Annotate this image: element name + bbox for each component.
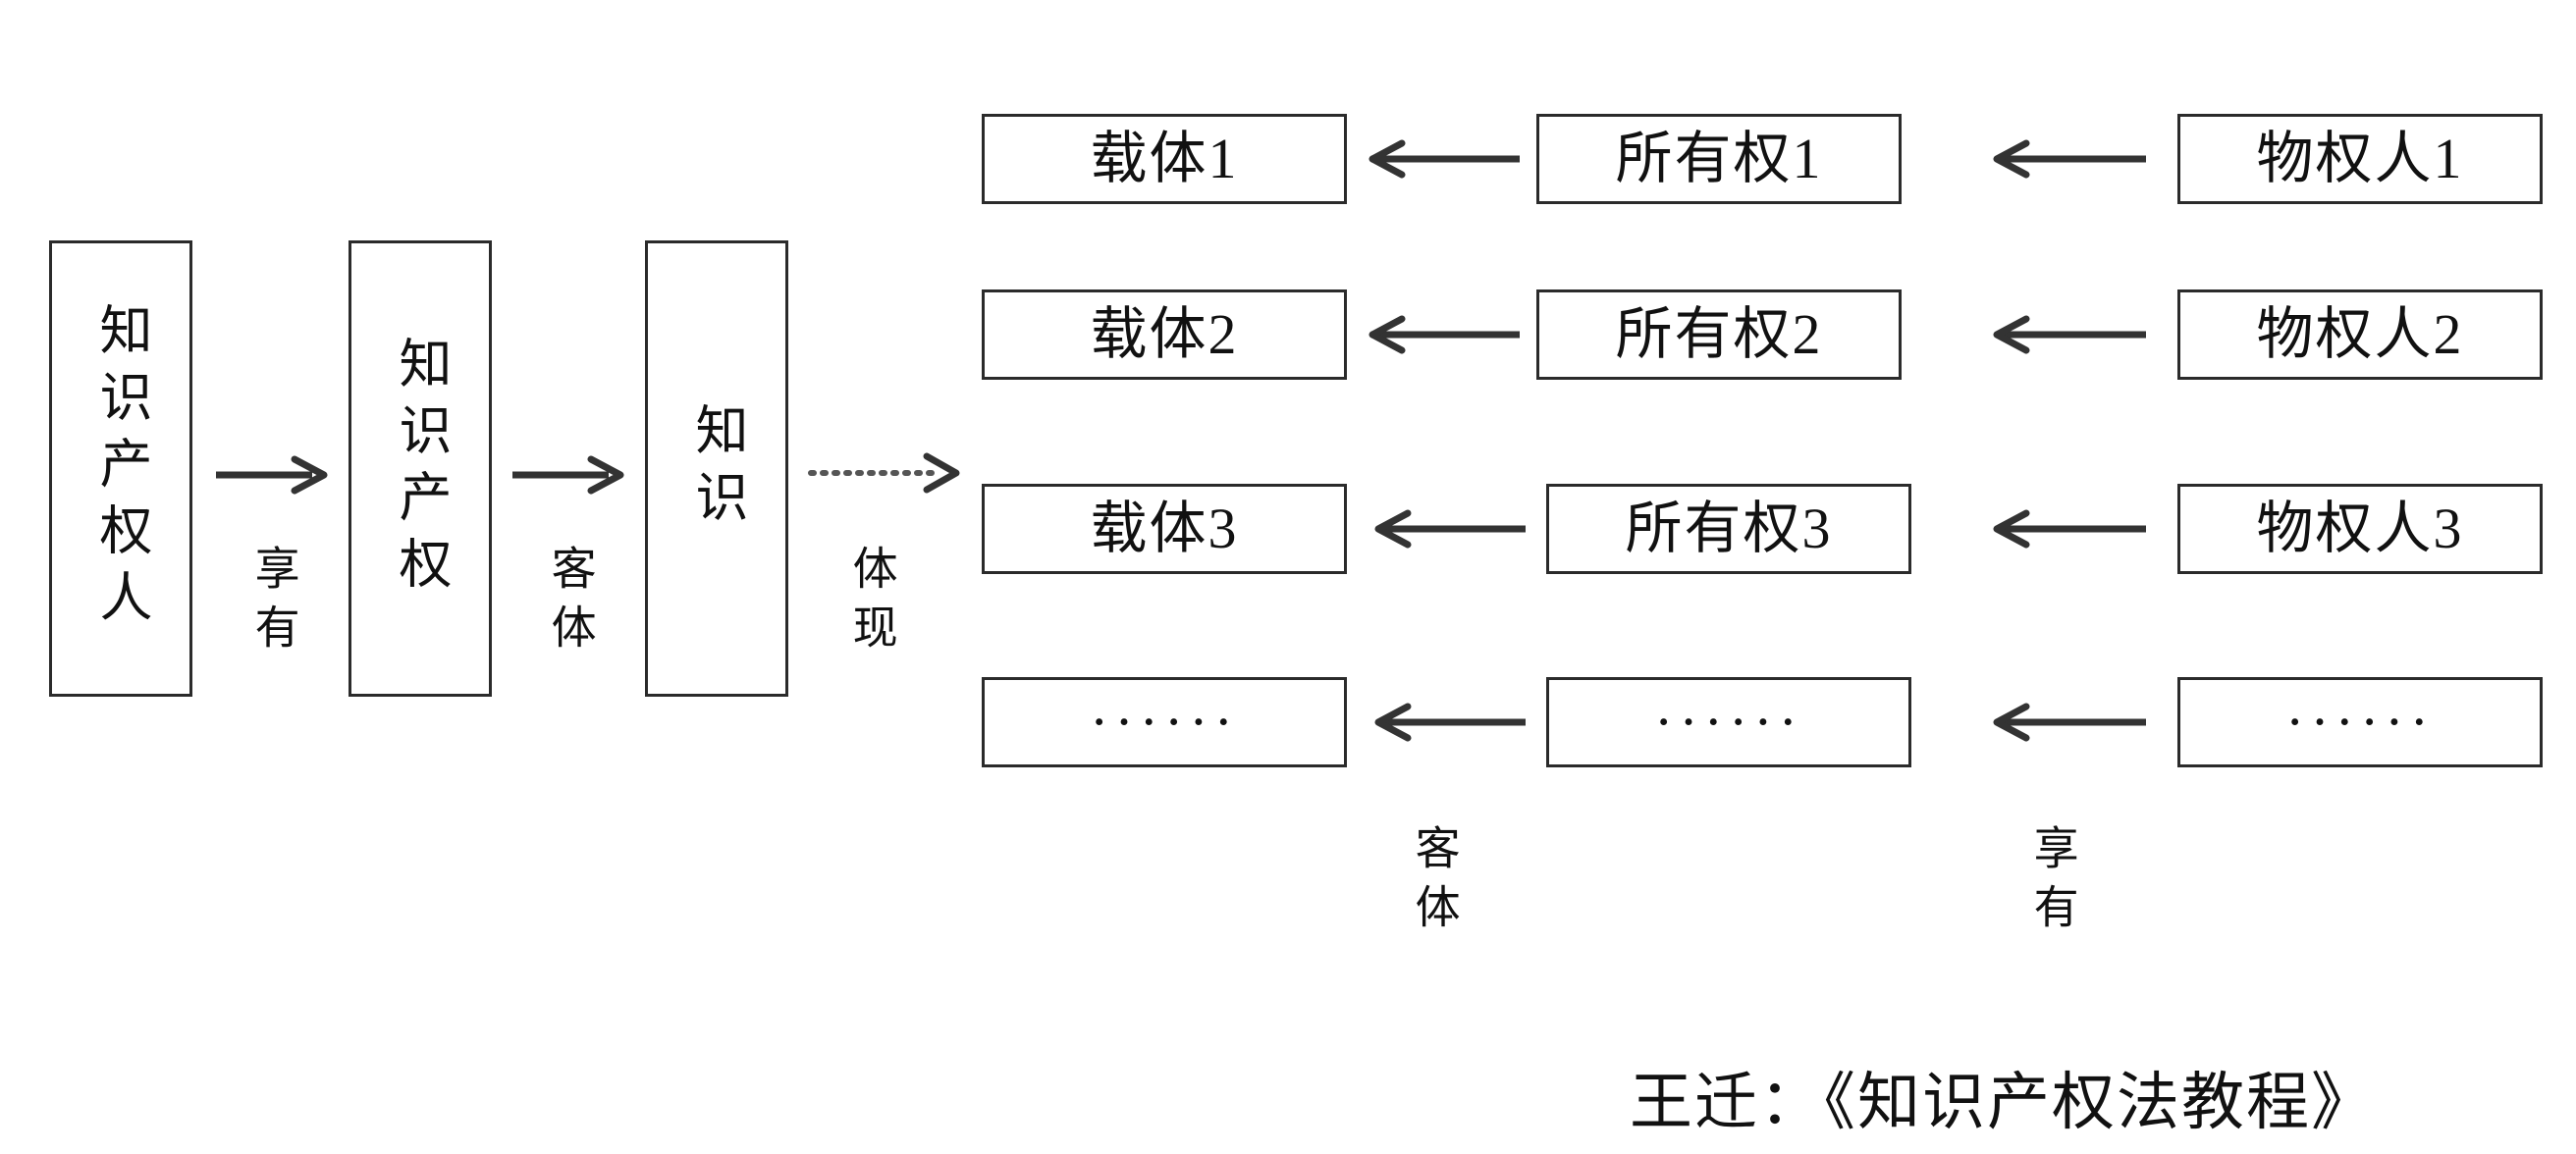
edge-label-object-2: 客体 (1409, 824, 1460, 942)
box-ownership-2-label: 所有权2 (1615, 301, 1823, 366)
box-property-holder-1-label: 物权人1 (2256, 126, 2464, 190)
edge-label-enjoy-1: 享有 (248, 545, 299, 662)
edge-label-object-1: 客体 (545, 545, 596, 662)
box-ownership-3-label: 所有权3 (1625, 496, 1833, 560)
box-property-holder-2: 物权人2 (2177, 289, 2543, 380)
arrow-object-1 (510, 454, 630, 496)
arrow-ownership-to-carrier-2 (1367, 314, 1522, 355)
arrow-holder-to-ownership-3 (1991, 508, 2148, 550)
box-carrier-2-label: 载体2 (1090, 301, 1239, 366)
box-knowledge: 知识 (645, 240, 788, 697)
arrow-embody-dotted (808, 452, 966, 494)
box-carrier-3-label: 载体3 (1090, 496, 1239, 560)
box-ownership-3: 所有权3 (1546, 484, 1911, 574)
box-property-holder-more: ······ (2177, 677, 2543, 767)
box-property-holder-1: 物权人1 (2177, 114, 2543, 204)
box-carrier-2: 载体2 (982, 289, 1347, 380)
box-ownership-more: ······ (1546, 677, 1911, 767)
box-intellectual-property: 知识产权 (349, 240, 492, 697)
arrow-holder-to-ownership-more (1991, 702, 2148, 743)
box-intellectual-property-label: 知识产权 (391, 335, 451, 603)
box-property-holder-3: 物权人3 (2177, 484, 2543, 574)
box-carrier-1-label: 载体1 (1090, 126, 1239, 190)
box-carrier-1: 载体1 (982, 114, 1347, 204)
arrow-holder-to-ownership-1 (1991, 138, 2148, 180)
edge-label-enjoy-2: 享有 (2027, 824, 2078, 942)
box-ownership-1-label: 所有权1 (1615, 126, 1823, 190)
box-ownership-2: 所有权2 (1536, 289, 1902, 380)
box-ownership-more-label: ······ (1654, 689, 1803, 754)
edge-label-embody: 体现 (846, 545, 897, 662)
source-caption: 王迁：《知识产权法教程》 (1630, 1068, 2376, 1137)
arrow-ownership-to-carrier-1 (1367, 138, 1522, 180)
box-ownership-1: 所有权1 (1536, 114, 1902, 204)
box-property-holder-more-label: ······ (2285, 689, 2435, 754)
box-carrier-3: 载体3 (982, 484, 1347, 574)
arrow-ownership-to-carrier-more (1372, 702, 1528, 743)
arrow-holder-to-ownership-2 (1991, 314, 2148, 355)
arrow-enjoy-1 (214, 454, 334, 496)
box-rights-holder-label: 知识产权人 (91, 301, 151, 636)
arrow-ownership-to-carrier-3 (1372, 508, 1528, 550)
box-carrier-more-label: ······ (1090, 689, 1239, 754)
box-carrier-more: ······ (982, 677, 1347, 767)
box-property-holder-2-label: 物权人2 (2256, 301, 2464, 366)
box-rights-holder: 知识产权人 (49, 240, 192, 697)
box-property-holder-3-label: 物权人3 (2256, 496, 2464, 560)
box-knowledge-label: 知识 (687, 401, 747, 536)
